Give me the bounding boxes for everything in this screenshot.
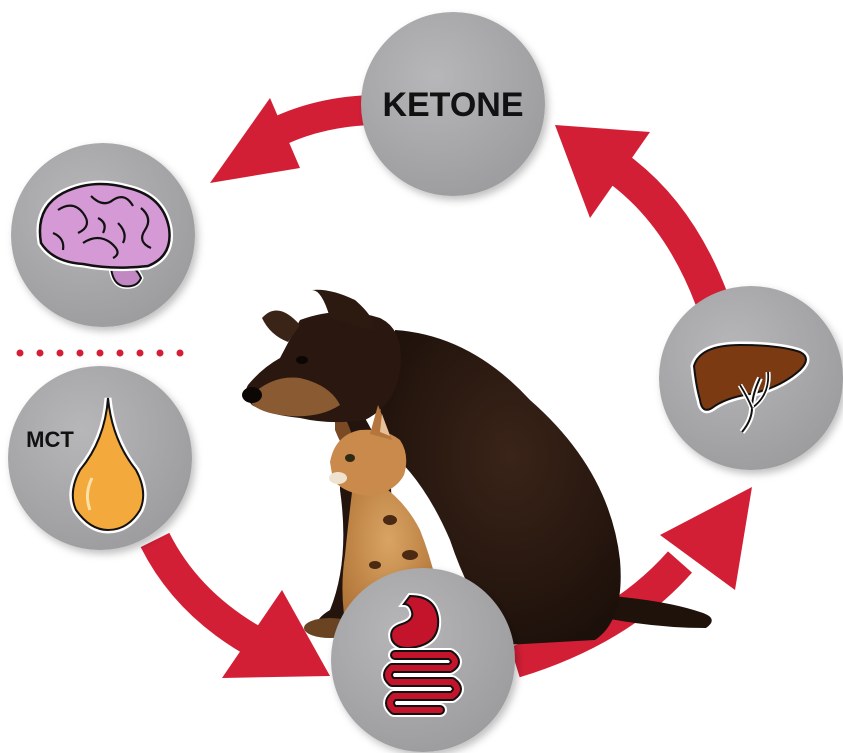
arrow-mct-to-gut <box>155 540 330 678</box>
arrow-liver-to-ketone <box>555 125 712 300</box>
node-brain <box>11 143 195 327</box>
node-mct: MCT <box>8 366 192 550</box>
mct-label: MCT <box>26 427 74 452</box>
node-gut <box>331 568 515 752</box>
node-liver <box>659 286 843 470</box>
arrow-ketone-to-brain <box>210 98 372 183</box>
ketone-label: KETONE <box>382 86 523 124</box>
node-ketone: KETONE <box>361 12 545 196</box>
dotted-separator <box>17 350 184 357</box>
